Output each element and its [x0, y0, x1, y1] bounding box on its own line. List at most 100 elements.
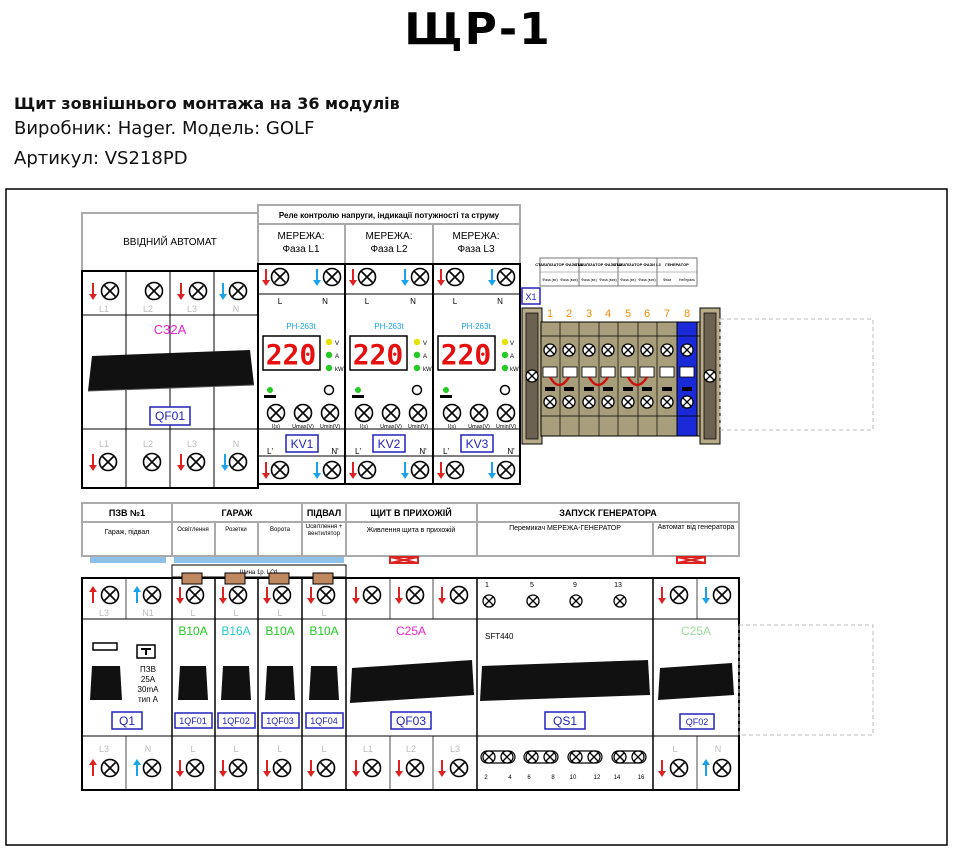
- breaker-1qf01: L B10A 1QF01 L: [174, 572, 213, 778]
- tb-number: 2: [566, 308, 572, 320]
- switch-bottom-number: 8: [551, 775, 555, 781]
- relay-phase-label: Фаза L1: [282, 244, 320, 255]
- switch-bottom-number: 14: [614, 775, 621, 781]
- rcd-term-bottom: N: [145, 744, 152, 754]
- relay-phase-label: Фаза L3: [457, 244, 495, 255]
- tb-label-sub: Фаза (вх): [581, 278, 596, 282]
- relay-led-label: V: [423, 341, 427, 347]
- tb-label-sub: Фаза (вих): [638, 278, 655, 282]
- main-pole-top-label: L3: [187, 304, 197, 314]
- switch-bottom-number: 6: [527, 775, 531, 781]
- group-title: ПІДВАЛ: [307, 508, 341, 518]
- article-line: Артикул: VS218PD: [14, 148, 188, 169]
- relay-term-top: N: [497, 297, 503, 306]
- relay-bottom-label: I(s): [448, 424, 456, 430]
- rcd-text: ПЗВ: [140, 665, 156, 674]
- group-title: ГАРАЖ: [222, 508, 254, 518]
- tb-label-sub: Фаза (вих): [599, 278, 616, 282]
- breaker-rating: B10A: [265, 624, 294, 638]
- switch-tag: QS1: [553, 714, 577, 728]
- breaker-1qf02: L B16A 1QF02 L: [217, 572, 256, 778]
- page-title: ЩР-1: [404, 4, 552, 55]
- relay-bottom-label: I(s): [360, 424, 368, 430]
- tb-number: 7: [664, 308, 670, 320]
- relay-kv1: L N РН-263t 220 V A kW I(s) Umax(V) Umin…: [261, 267, 344, 480]
- relay-model: РН-263t: [286, 322, 316, 331]
- qf03-term-bottom: L3: [450, 744, 460, 754]
- group-sub: Гараж, підвал: [105, 528, 150, 536]
- breaker-term: L: [233, 608, 238, 618]
- relay-model: РН-263t: [374, 322, 404, 331]
- breaker-term: L: [321, 744, 326, 754]
- relay-led-label: kW: [335, 367, 344, 373]
- breaker-tag: 1QF01: [179, 716, 207, 726]
- rcd-tag: Q1: [119, 714, 135, 728]
- tb-label-sub: Фаза: [663, 278, 671, 282]
- main-breaker-rating: C32A: [154, 322, 187, 337]
- breaker-term: L: [190, 744, 195, 754]
- main-pole-top-label: N: [233, 304, 240, 314]
- breaker-tag: 1QF03: [266, 716, 294, 726]
- tb-number: 8: [684, 308, 690, 320]
- group-sub: Освітлення: [177, 527, 209, 533]
- relay-term-bottom: N': [507, 447, 515, 456]
- gen-breaker-rating: C25A: [681, 624, 711, 638]
- qf03-term-bottom: L1: [363, 744, 373, 754]
- group-sub: Ворота: [270, 527, 291, 533]
- tb-label-title: СТАБІЛІЗАТОР ФАЗИ L1: [535, 262, 583, 267]
- group-title: ЩИТ В ПРИХОЖІЙ: [370, 507, 451, 518]
- relay-term-bottom: N': [331, 447, 339, 456]
- relay-bottom-label: Umax(V): [292, 424, 314, 430]
- relay-tag: KV2: [378, 437, 401, 451]
- tb-label-sub: Фаза (вх): [620, 278, 635, 282]
- breaker-term: L: [277, 744, 282, 754]
- tb-label-sub: Фаза (вх): [542, 278, 557, 282]
- relay-header: Реле контролю напруги, індикації потужно…: [279, 211, 500, 220]
- main-pole-bottom-label: L1: [99, 439, 109, 449]
- relay-net-label: МЕРЕЖА:: [365, 231, 412, 242]
- tb-label-sub: Фаза (вих): [560, 278, 577, 282]
- relay-term-bottom: L': [355, 447, 361, 456]
- relay-net-label: МЕРЕЖА:: [277, 231, 324, 242]
- relay-tag: KV3: [466, 437, 489, 451]
- switch-top-number: 13: [614, 582, 622, 589]
- tb-label-sub: Нейтраль: [679, 278, 695, 282]
- cabinet-description: Щит зовнішнього монтажа на 36 модулів: [14, 94, 400, 113]
- qf03-tag: QF03: [396, 714, 426, 728]
- relay-bottom-label: Umin(V): [320, 424, 340, 430]
- terminal-block-tag: X1: [525, 292, 536, 302]
- panel-diagram: ВВІДНИЙ АВТОМАТ L1 L2 L3 N C32A QF01 L1 …: [5, 188, 948, 846]
- switch-top-number: 9: [573, 582, 577, 589]
- relay-led-label: A: [335, 354, 339, 360]
- relay-term-bottom: L': [443, 447, 449, 456]
- breaker-1qf04: L B10A 1QF04 L: [305, 572, 344, 778]
- main-pole-top-label: L2: [143, 304, 153, 314]
- relay-display: 220: [441, 338, 492, 371]
- relay-led-label: V: [335, 341, 339, 347]
- tb-number: 5: [625, 308, 631, 320]
- rcd-term-bottom: L3: [99, 744, 109, 754]
- relay-bottom-label: I(s): [272, 424, 280, 430]
- tb-label-title: СТАБІЛІЗАТОР ФАЗИ L3: [613, 262, 661, 267]
- qf03-rating: C25A: [396, 624, 426, 638]
- relay-bottom-label: Umin(V): [408, 424, 428, 430]
- breaker-rating: B10A: [178, 624, 207, 638]
- switch-top-number: 5: [530, 582, 534, 589]
- group-title: ЗАПУСК ГЕНЕРАТОРА: [559, 508, 657, 518]
- relay-phase-label: Фаза L2: [370, 244, 408, 255]
- relay-led-label: kW: [510, 367, 519, 373]
- switch-bottom-number: 12: [594, 775, 601, 781]
- relay-kv3: L N РН-263t 220 V A kW I(s) Umax(V) Umin…: [436, 267, 519, 480]
- breaker-rating: B16A: [221, 624, 250, 638]
- main-pole-bottom-label: N: [233, 439, 240, 449]
- main-pole-bottom-label: L3: [187, 439, 197, 449]
- relay-led-label: A: [423, 354, 427, 360]
- tb-label-title: СТАБІЛІЗАТОР ФАЗИ L2: [574, 262, 622, 267]
- breaker-term: L: [233, 744, 238, 754]
- relay-bottom-label: Umin(V): [496, 424, 516, 430]
- relay-bottom-label: Umax(V): [468, 424, 490, 430]
- switch-bottom-number: 16: [638, 775, 645, 781]
- breaker-term: L: [277, 608, 282, 618]
- switch-bottom-number: 10: [570, 775, 577, 781]
- relay-term-top: N: [322, 297, 328, 306]
